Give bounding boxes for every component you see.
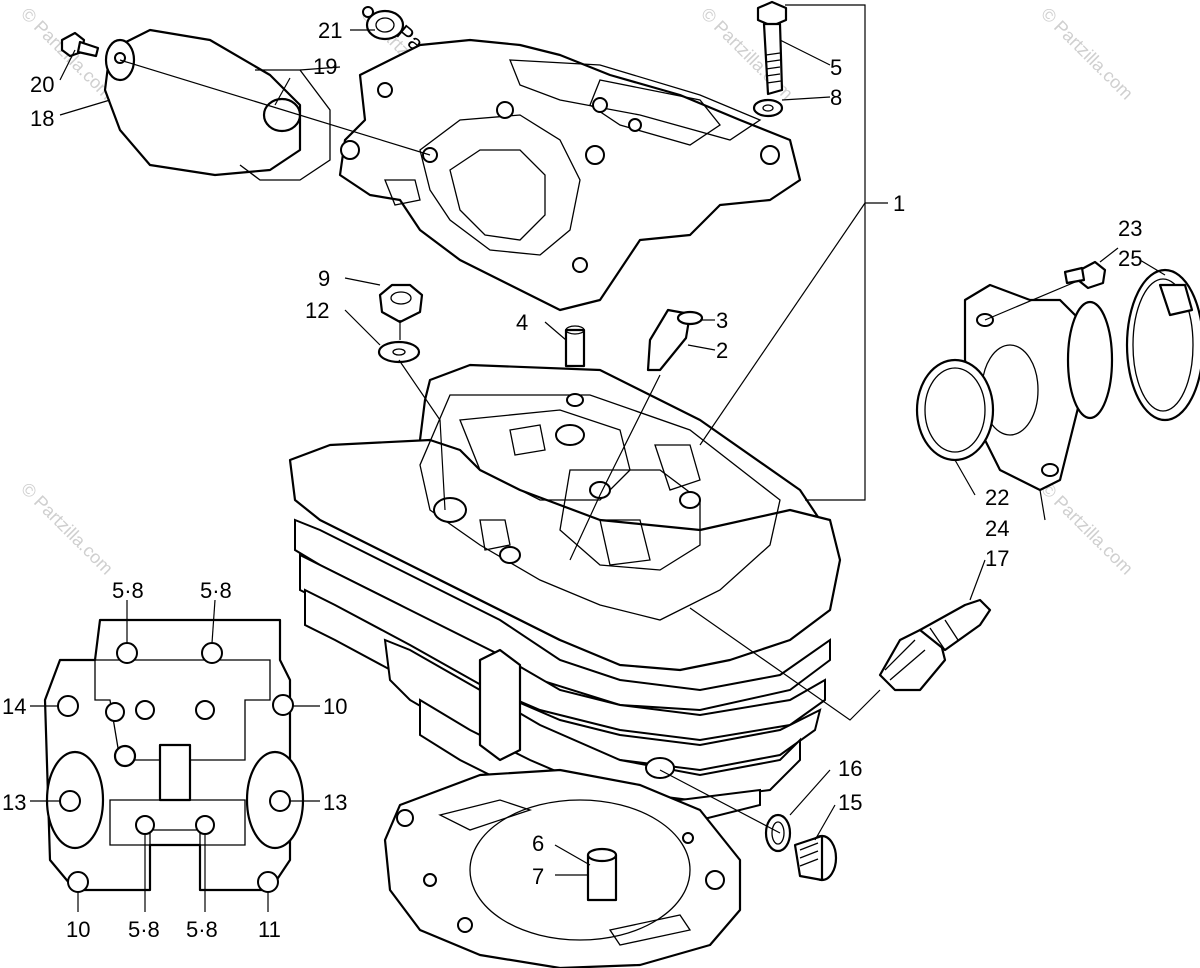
callout-8: 8 [830, 85, 842, 110]
callout-5-8-top-right: 5·8 [200, 578, 232, 603]
spark-plug-17 [878, 598, 992, 692]
callout-21: 21 [318, 18, 342, 43]
bolt-5 [756, 0, 788, 96]
callout-10-right: 10 [323, 694, 347, 719]
callout-5-8-bottom-left: 5·8 [128, 917, 160, 942]
valve-cover [338, 38, 802, 312]
callout-9: 9 [318, 266, 330, 291]
callout-labels: 1 2 3 4 5 6 7 8 9 12 15 16 17 18 19 20 2… [2, 18, 1142, 942]
callout-1: 1 [893, 191, 905, 216]
washer-12 [377, 340, 421, 364]
callout-20: 20 [30, 72, 54, 97]
callout-5-8-top-left: 5·8 [112, 578, 144, 603]
breather-fitting [362, 6, 405, 41]
callout-5-8-bottom-right: 5·8 [186, 917, 218, 942]
callout-3: 3 [716, 308, 728, 333]
callout-12: 12 [305, 298, 329, 323]
callout-2: 2 [716, 338, 728, 363]
callout-10-bottom: 10 [66, 917, 90, 942]
washer-16 [764, 813, 792, 853]
watermark-mid-left: © Partzilla.com [17, 479, 117, 579]
callout-11: 11 [258, 917, 281, 942]
callout-18: 18 [30, 106, 54, 131]
bolt-20 [60, 31, 100, 58]
callout-14: 14 [2, 694, 26, 719]
callout-16: 16 [838, 756, 862, 781]
washer-8 [752, 98, 784, 118]
callout-6: 6 [532, 831, 544, 856]
callout-13-right: 13 [323, 790, 347, 815]
o-ring-22 [915, 358, 995, 462]
watermark-top-right: © Partzilla.com [1037, 4, 1137, 104]
callout-22: 22 [985, 485, 1009, 510]
dowel-4 [564, 328, 586, 368]
callout-7: 7 [532, 864, 544, 889]
callout-23: 23 [1118, 216, 1142, 241]
callout-5: 5 [830, 55, 842, 80]
callout-25: 25 [1118, 246, 1142, 271]
plug-15 [793, 834, 838, 882]
cooling-fins [294, 518, 831, 822]
leader-lines [30, 4, 1166, 912]
callout-24: 24 [985, 516, 1009, 541]
callout-15: 15 [838, 790, 862, 815]
side-cover [103, 28, 331, 181]
callout-19: 19 [313, 54, 337, 79]
callout-17: 17 [985, 546, 1009, 571]
callout-13-left: 13 [2, 790, 26, 815]
hose-clamp-25 [1125, 268, 1200, 422]
ring-3 [676, 310, 704, 326]
cylinder-head [288, 363, 842, 672]
bolt-23 [1063, 260, 1107, 290]
watermark-mid-far-right: © Partzilla.com [1037, 479, 1137, 579]
head-underside-view [43, 618, 305, 893]
dowel-7 [586, 847, 618, 902]
head-gasket [383, 768, 742, 968]
callout-4: 4 [516, 310, 528, 335]
nut-9 [378, 283, 424, 324]
intake-flange-24 [963, 283, 1114, 492]
